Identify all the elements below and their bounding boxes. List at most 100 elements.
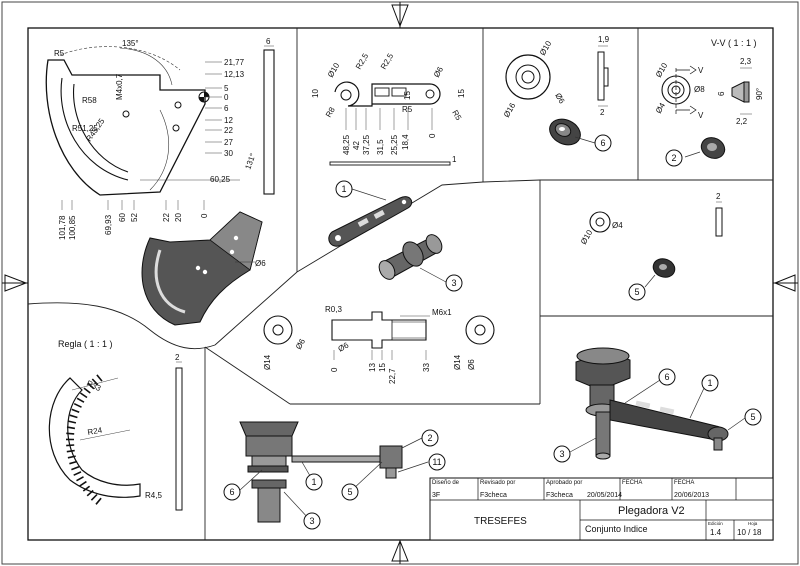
dim-right-0: 21,77 <box>224 58 245 67</box>
iso-assembly <box>575 347 729 460</box>
balloon-iso-6: 6 <box>658 368 676 386</box>
balloons: 1 3 6 2 5 6 1 2 11 5 3 6 1 3 5 <box>223 134 762 530</box>
rule-tick <box>76 397 85 403</box>
dim-6025: 60,25 <box>210 175 231 184</box>
dim-pin-left-d6: Ø6 <box>294 337 307 351</box>
rule-tick <box>87 382 95 390</box>
dim-right-3: 0 <box>224 93 229 102</box>
pin-dimensions: R0,3 M6x1 Ø6 Ø14 Ø6 Ø14 Ø6 0 13 15 22,7 … <box>263 305 476 384</box>
rule-tick <box>66 449 75 453</box>
dim-link-10: 10 <box>311 89 320 98</box>
tb-title: Plegadora V2 <box>618 505 685 517</box>
dim-sec-23: 2,3 <box>740 57 752 66</box>
dim-bush-d6: Ø6 <box>553 92 566 106</box>
iso-plate: Ø6 <box>141 211 266 326</box>
tb-approved-value: F3checa <box>546 492 573 499</box>
balloon-asm-6: 6 <box>223 483 241 501</box>
dim-link-15a: 15 <box>403 91 412 100</box>
balloon-washer: 5 <box>628 283 646 301</box>
section-marker-bottom: V <box>698 111 704 120</box>
tb-review-value: F3checa <box>480 492 507 499</box>
dim-bottom-5: 22 <box>162 213 171 222</box>
dim-link-15b: 15 <box>457 89 466 98</box>
tb-approved-date: 20/05/2014 <box>587 492 622 499</box>
tb-edition-value: 1.4 <box>710 528 722 537</box>
rule-tick <box>86 489 94 497</box>
balloon-asm-3: 3 <box>303 512 321 530</box>
iso-pin <box>378 234 447 283</box>
dim-pin-x3: 22,7 <box>388 368 397 384</box>
iso-bushing <box>549 118 596 146</box>
dim-sec-6: 6 <box>717 91 726 96</box>
rule-title: Regla ( 1 : 1 ) <box>58 339 113 349</box>
tb-date-label: FECHA <box>674 480 694 486</box>
tb-sheet-value: 10 / 18 <box>737 528 762 537</box>
svg-text:6: 6 <box>600 138 605 148</box>
svg-text:5: 5 <box>347 487 352 497</box>
tb-review-label: Revisado por <box>480 480 515 486</box>
bushing-dimensions: Ø10 Ø16 Ø6 1,9 2 <box>502 35 610 119</box>
assembly-view <box>239 421 403 523</box>
washer-view <box>589 201 723 288</box>
dim-right-1: 12,13 <box>224 70 245 79</box>
dim-pin-d6: Ø6 <box>337 340 351 353</box>
dim-right-8: 30 <box>224 149 233 158</box>
dim-thickness-6: 6 <box>266 37 271 46</box>
rule-tick <box>82 485 91 492</box>
section-marker-top: V <box>698 66 704 75</box>
dim-rule-t2: 2 <box>175 353 180 362</box>
svg-text:5: 5 <box>750 412 755 422</box>
dim-link-r5b: R5 <box>450 109 463 123</box>
dim-r5125: R51,25 <box>72 124 98 133</box>
balloon-section-part: 2 <box>665 149 683 167</box>
dim-pin-x0: 0 <box>330 367 339 372</box>
dim-wash-d10: Ø10 <box>579 228 595 246</box>
dim-iso-hole: Ø6 <box>255 259 266 268</box>
rule-tick <box>91 378 99 386</box>
dim-link-r8: R8 <box>324 105 337 119</box>
dim-bottom-7: 0 <box>200 213 209 218</box>
balloon-iso-3: 3 <box>553 445 571 463</box>
dim-bottom-1: 100,85 <box>68 215 77 240</box>
dim-right-4: 6 <box>224 104 229 113</box>
svg-text:5: 5 <box>634 287 639 297</box>
dim-link-b6: 0 <box>428 133 437 138</box>
dim-wash-d4: Ø4 <box>612 221 623 230</box>
dim-pin-r03: R0,3 <box>325 305 342 314</box>
dim-right-2: 5 <box>224 84 229 93</box>
dim-r58: R58 <box>82 96 97 105</box>
tb-sheet-label: Hoja <box>748 521 758 526</box>
balloon-bushing: 6 <box>594 134 612 152</box>
dim-m4: M4x0,7 <box>115 73 124 100</box>
rule-tick <box>66 426 76 430</box>
dim-pin-left-d14: Ø14 <box>263 354 272 370</box>
dim-sec-22: 2,2 <box>736 117 748 126</box>
rule-tick <box>83 387 91 394</box>
dim-bottom-0: 101,78 <box>58 215 67 240</box>
rule-tick <box>66 432 75 435</box>
rule-tick <box>71 465 80 471</box>
rule-dimensions: R33 R24 R4,5 2 <box>85 353 180 500</box>
rule-tick <box>67 455 76 459</box>
link-dimensions: Ø10 R2,5 R2,5 Ø6 10 R8 R5 15 15 R5 48,25… <box>311 51 466 164</box>
balloon-asm-11: 11 <box>428 453 446 471</box>
tb-approved-date-label: FECHA <box>622 480 642 486</box>
svg-text:1: 1 <box>311 477 316 487</box>
rule-tick <box>96 374 103 382</box>
svg-text:2: 2 <box>671 153 676 163</box>
tb-design-label: Diseño de <box>432 480 460 486</box>
balloon-asm-5: 5 <box>341 483 359 501</box>
dim-link-b4: 25,25 <box>390 134 399 155</box>
dim-r5: R5 <box>54 49 65 58</box>
dim-link-thk: 1 <box>452 155 457 164</box>
iso-section-part <box>684 137 726 159</box>
dim-link-b5: 18,4 <box>401 134 410 150</box>
dim-pin-right-d14: Ø14 <box>453 354 462 370</box>
link-view <box>329 81 451 166</box>
balloon-asm-1: 1 <box>305 473 323 491</box>
title-block <box>429 477 774 541</box>
svg-text:6: 6 <box>664 372 669 382</box>
dim-link-d10: Ø10 <box>326 61 342 79</box>
tb-company: TRESEFES <box>474 516 527 527</box>
